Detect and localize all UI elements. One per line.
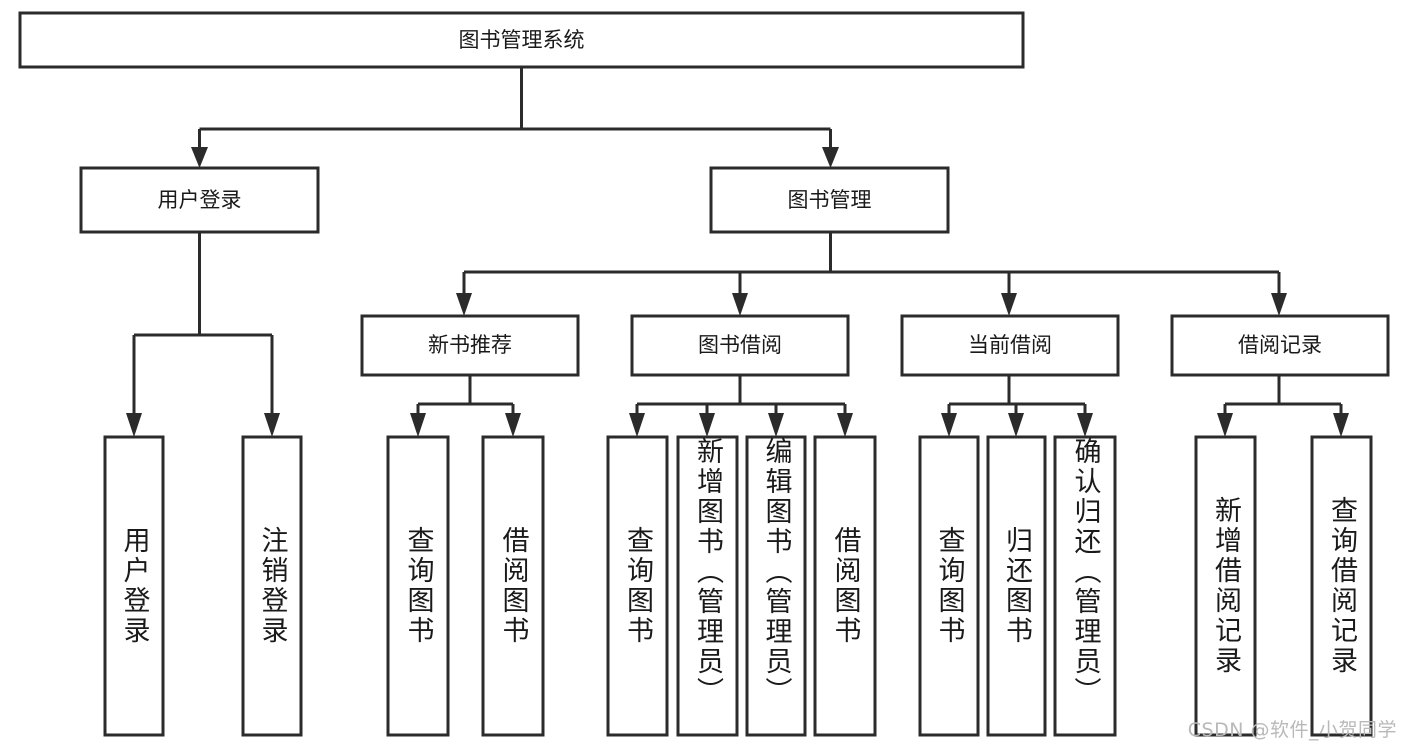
arrowhead-leaf-query-book-2 — [629, 413, 645, 437]
node-label-book-manage: 图书管理 — [788, 188, 872, 212]
node-layer: 图书管理系统 用户登录 图书管理 新书推荐 图书借阅 当前借阅 借阅记录 — [18, 11, 1390, 737]
node-box-book-manage[interactable] — [709, 166, 950, 234]
node-box-leaf-confirm-return[interactable] — [1053, 435, 1117, 737]
arrowhead-leaf-query-book-3 — [941, 413, 957, 437]
arrowhead-leaf-add-record — [1217, 413, 1233, 437]
node-label-user-login: 用户登录 — [158, 188, 242, 212]
node-label-root: 图书管理系统 — [459, 28, 585, 52]
node-box-root[interactable] — [18, 11, 1025, 69]
arrowhead-leaf-query-book-1 — [410, 413, 426, 437]
node-box-leaf-query-book-1[interactable] — [386, 435, 450, 737]
node-box-leaf-add-book[interactable] — [676, 435, 739, 737]
arrowhead-new-book-recommend — [456, 293, 472, 316]
connector-layer — [126, 67, 1349, 437]
arrowhead-leaf-add-book — [699, 413, 715, 437]
arrowhead-leaf-borrow-book-2 — [837, 413, 853, 437]
watermark-text: CSDN @软件_小贺同学 — [1187, 719, 1397, 741]
arrowhead-borrow-record — [1271, 293, 1287, 316]
node-label-new-book-recommend: 新书推荐 — [428, 333, 512, 357]
arrowhead-leaf-query-record — [1333, 413, 1349, 437]
node-box-new-book-recommend[interactable] — [360, 314, 580, 377]
node-box-leaf-query-book-3[interactable] — [918, 435, 980, 737]
node-box-leaf-return-book[interactable] — [986, 435, 1047, 737]
arrowhead-leaf-user-login — [126, 413, 142, 437]
node-box-leaf-user-login[interactable] — [103, 435, 165, 737]
node-box-leaf-query-book-2[interactable] — [606, 435, 669, 737]
node-label-borrow-record: 借阅记录 — [1238, 333, 1322, 357]
arrowhead-leaf-return-book — [1008, 413, 1024, 437]
node-box-leaf-logout[interactable] — [241, 435, 303, 737]
arrowhead-leaf-edit-book — [768, 413, 784, 437]
arrowhead-leaf-logout — [264, 413, 280, 437]
node-box-leaf-query-record[interactable] — [1310, 435, 1373, 737]
node-box-leaf-borrow-book-1[interactable] — [481, 435, 545, 737]
node-box-leaf-borrow-book-2[interactable] — [813, 435, 877, 737]
node-box-user-login[interactable] — [79, 166, 320, 234]
arrowhead-book-manage — [822, 147, 839, 168]
node-box-current-borrow[interactable] — [900, 314, 1120, 377]
arrowhead-leaf-borrow-book-1 — [505, 413, 521, 437]
arrowhead-leaf-confirm-return — [1077, 413, 1093, 437]
arrowhead-book-borrow — [732, 293, 748, 316]
arrowhead-current-borrow — [1001, 293, 1017, 316]
node-label-book-borrow: 图书借阅 — [698, 333, 782, 357]
arrowhead-user-login — [191, 147, 208, 168]
node-box-leaf-add-record[interactable] — [1194, 435, 1257, 737]
node-box-leaf-edit-book[interactable] — [745, 435, 807, 737]
node-box-borrow-record[interactable] — [1170, 314, 1390, 377]
node-label-current-borrow: 当前借阅 — [968, 333, 1052, 357]
node-box-book-borrow[interactable] — [630, 314, 850, 377]
